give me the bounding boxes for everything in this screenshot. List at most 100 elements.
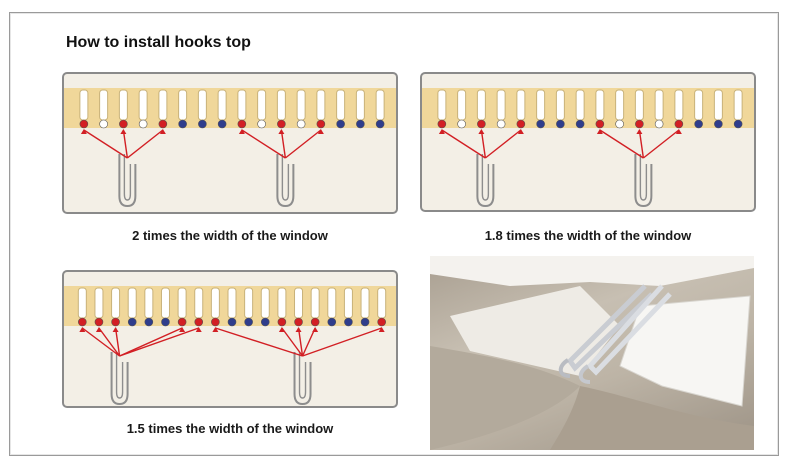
arrow-line [122,129,129,159]
pleat-hook-inner [639,154,648,201]
arrow-line [98,327,121,357]
tape-pocket [310,287,320,319]
page-title: How to install hooks top [66,34,251,51]
red-hook-dot [119,119,128,129]
red-hook-dot [194,317,204,327]
pleat-hook-icon [110,352,129,406]
caption-2x: 2 times the width of the window [132,228,328,243]
diagram-1-5x-svg [64,286,396,406]
tape-pocket [516,89,526,121]
curtain-hook-photo [430,256,754,450]
blue-hook-dot [327,317,337,327]
tape-pocket [674,89,684,121]
blue-hook-dot [144,317,154,327]
tape-pocket [127,287,137,319]
white-hook-dot [296,119,306,129]
arrow-head [159,129,166,134]
red-hook-dot [674,119,684,129]
tape-pocket [437,89,447,121]
white-hook-dot [615,119,624,129]
arrow-line [301,327,316,357]
white-hook-dot [138,119,148,129]
red-hook-dot [294,317,303,327]
arrow-line [215,327,303,357]
tape-pocket [615,89,625,121]
pleat-hook-icon [293,352,312,406]
tape-pocket [634,89,644,121]
blue-hook-dot [356,119,365,129]
red-hook-dot [211,317,220,327]
blue-hook-dot [375,119,385,129]
arrow-head [596,129,603,134]
arrow-head [212,327,219,332]
arrow-head [120,129,127,134]
arrow-head [179,327,186,332]
tape-pocket [118,89,128,121]
tape-pocket [94,287,104,319]
red-hook-dot [437,119,447,129]
tape-pocket [496,89,506,121]
tape-pocket [343,287,353,319]
tape-band [422,88,754,128]
diagram-1-5x [62,270,398,408]
arrow-line [126,129,164,159]
red-hook-dot [78,317,87,327]
blue-hook-dot [575,119,585,129]
arrow-head [295,327,302,332]
tape-pocket [210,287,220,319]
arrow-head [517,129,524,134]
blue-hook-dot [714,119,723,129]
red-hook-dot [277,119,286,129]
red-hook-dot [237,119,247,129]
blue-hook-dot [127,317,137,327]
pleat-hook-icon [634,154,653,208]
tape-pocket [476,89,486,121]
tape-pocket [375,89,385,121]
diagram-1-8x-svg [422,88,754,208]
tape-pocket [575,89,585,121]
tape-pocket [316,89,326,121]
tape-pocket [296,89,306,121]
diagram-2x [62,72,398,214]
tape-pocket [160,287,170,319]
diagram-2x-svg [64,88,396,208]
blue-hook-dot [217,119,227,129]
tape-pocket [276,89,286,121]
arrow-head [80,129,87,134]
arrow-line [484,129,522,159]
blue-hook-dot [556,119,565,129]
tape-pocket [111,287,121,319]
tape-pocket [277,287,287,319]
arrow-head [636,129,643,134]
red-hook-dot [377,317,386,327]
arrow-head [112,327,119,332]
arrow-line [284,129,322,159]
arrow-head [238,129,245,134]
arrow-line [119,327,183,357]
tape-pocket [197,89,207,121]
arrow-head [378,327,385,332]
tape-pocket [694,89,704,121]
tape-pocket [327,287,337,319]
arrow-head [195,327,202,332]
red-hook-dot [635,119,644,129]
tape-pocket [178,89,188,121]
arrow-head [438,129,445,134]
tape-pocket [99,89,109,121]
tape-pocket [536,89,546,121]
arrow-line [281,327,304,357]
pleat-hook-inner [481,154,490,201]
tape-pocket [713,89,723,121]
tape-pocket [457,89,467,121]
tape-pocket [194,287,204,319]
red-hook-dot [177,317,187,327]
tape-pocket [77,287,87,319]
red-hook-dot [516,119,526,129]
tape-pocket [217,89,227,121]
pleat-hook-inner [281,154,290,201]
red-hook-dot [310,317,320,327]
pleat-hook-inner [298,352,307,399]
blue-hook-dot [161,317,170,327]
pleat-hook-icon [276,154,295,208]
red-hook-dot [94,317,104,327]
